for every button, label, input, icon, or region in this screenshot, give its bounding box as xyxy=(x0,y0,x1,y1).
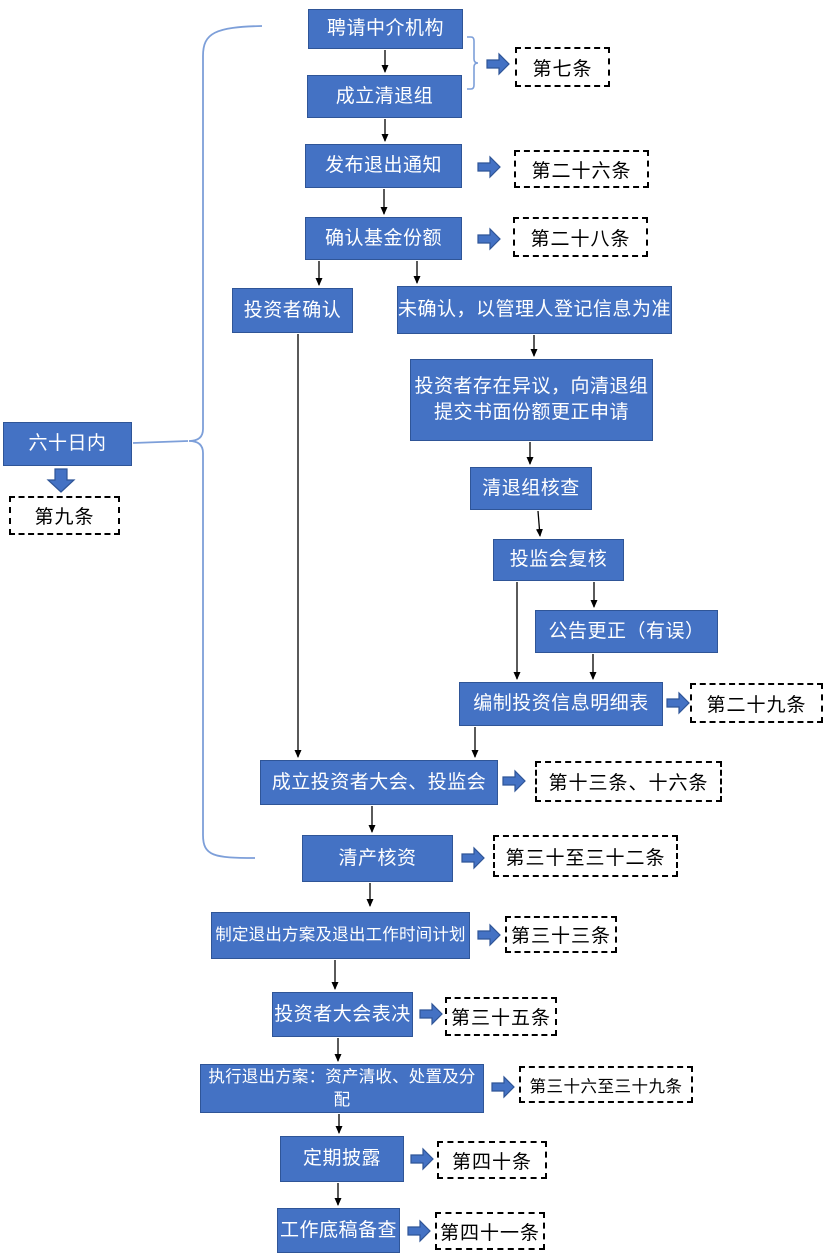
block-arrow-article13-16-icon xyxy=(502,769,526,793)
ref-article-7: 第七条 xyxy=(515,47,610,87)
node-confirm-fund-share: 确认基金份额 xyxy=(305,217,462,260)
node-hire-agency: 聘请中介机构 xyxy=(308,9,463,49)
ref-article-41: 第四十一条 xyxy=(435,1212,545,1250)
node-execute-plan: 执行退出方案：资产清收、处置及分配 xyxy=(200,1064,484,1113)
ref-article-28: 第二十八条 xyxy=(513,217,648,257)
node-investor-confirm: 投资者确认 xyxy=(232,288,353,333)
node-group-verify: 清退组核查 xyxy=(470,467,592,510)
ref-article-26: 第二十六条 xyxy=(514,150,649,188)
ref-article-29: 第二十九条 xyxy=(690,683,823,723)
ref-article-33: 第三十三条 xyxy=(505,916,617,953)
node-investor-assembly: 成立投资者大会、投监会 xyxy=(260,760,498,805)
node-assembly-vote: 投资者大会表决 xyxy=(272,992,413,1037)
ref-article-13-16: 第十三条、十六条 xyxy=(535,761,722,802)
ref-article-9: 第九条 xyxy=(9,496,120,535)
block-arrow-article40-icon xyxy=(410,1147,434,1171)
block-arrow-article36-39-icon xyxy=(491,1075,515,1099)
sixty-days-brace-connector xyxy=(132,440,189,444)
block-arrow-article30-32-icon xyxy=(461,846,485,870)
ref-article-30-32: 第三十至三十二条 xyxy=(493,835,678,877)
node-exit-notice: 发布退出通知 xyxy=(305,144,462,188)
node-not-confirmed: 未确认，以管理人登记信息为准 xyxy=(397,286,672,334)
block-arrow-article9-icon xyxy=(46,468,76,493)
node-periodic-disclosure: 定期披露 xyxy=(280,1136,404,1182)
node-form-liquidation-group: 成立清退组 xyxy=(307,75,462,118)
ref-article-36-39: 第三十六至三十九条 xyxy=(519,1066,693,1103)
ref-article-35: 第三十五条 xyxy=(445,997,557,1036)
node-compile-info-list: 编制投资信息明细表 xyxy=(459,682,663,726)
block-arrow-article29-icon xyxy=(666,691,690,715)
node-announce-correction: 公告更正（有误） xyxy=(535,610,718,653)
block-arrow-article7-icon xyxy=(486,52,510,76)
block-arrow-article26-icon xyxy=(477,155,501,179)
node-asset-audit: 清产核资 xyxy=(302,835,453,882)
block-arrow-article35-icon xyxy=(419,1002,443,1026)
connector-verify-to-review xyxy=(535,510,543,537)
block-arrow-article33-icon xyxy=(477,923,501,947)
sixty-days-brace xyxy=(188,25,263,859)
node-investor-objection: 投资者存在异议，向清退组 提交书面份额更正申请 xyxy=(410,359,653,441)
block-arrow-article41-icon xyxy=(407,1219,431,1243)
node-working-papers: 工作底稿备查 xyxy=(277,1208,400,1253)
ref-article-40: 第四十条 xyxy=(437,1141,547,1179)
node-sixty-days: 六十日内 xyxy=(3,422,132,466)
block-arrow-article28-icon xyxy=(477,227,501,251)
node-exit-plan: 制定退出方案及退出工作时间计划 xyxy=(211,912,470,959)
node-committee-review: 投监会复核 xyxy=(493,539,624,581)
article7-group-bracket xyxy=(467,36,479,90)
